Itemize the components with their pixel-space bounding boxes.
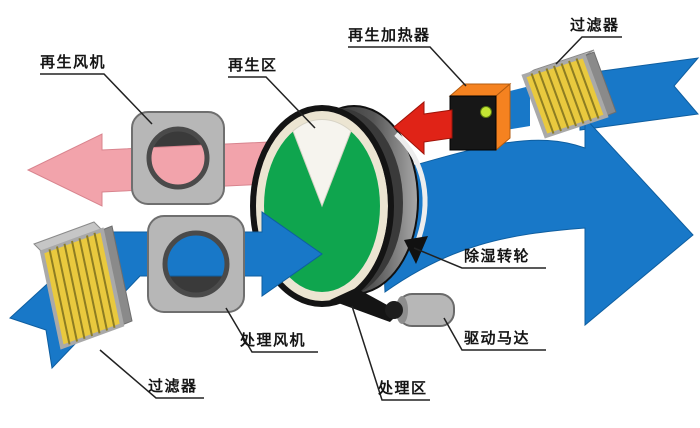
wheel-rotation-arrow (394, 132, 428, 247)
label-filter-bottom: 过滤器 (148, 378, 198, 395)
drive-motor (330, 288, 455, 327)
regen-fan (131, 111, 225, 205)
wheel-rotation-arrowhead (404, 236, 428, 264)
label-process-zone: 处理区 (378, 380, 428, 397)
label-regen-heater: 再生加热器 (348, 27, 431, 44)
process-fan (147, 215, 245, 313)
wheel-belt-ring (250, 105, 394, 307)
label-wheel: 除湿转轮 (464, 248, 531, 265)
motor-pulley (385, 301, 403, 319)
leader-regen-zone (228, 76, 316, 129)
leader-motor (443, 317, 546, 351)
label-filter-top: 过滤器 (570, 17, 620, 34)
leader-regen-fan (40, 73, 153, 125)
heater-indicator-light (480, 106, 492, 118)
hot-air-arrow (393, 100, 453, 156)
dehumidifier-wheel (250, 105, 428, 307)
leader-filter-bottom (99, 349, 204, 399)
leader-regen-heater (348, 46, 467, 87)
label-regen-zone: 再生区 (228, 57, 278, 74)
wheel-regen-sector (292, 118, 352, 208)
filter-bottom (33, 221, 133, 350)
leader-filter-top (555, 36, 622, 65)
filter-top (521, 49, 617, 139)
label-drive-motor: 驱动马达 (464, 330, 531, 347)
label-regen-fan: 再生风机 (40, 54, 107, 71)
leader-process-zone (351, 305, 430, 401)
leader-process-fan (225, 307, 318, 353)
leader-lines (40, 36, 622, 401)
leader-wheel (413, 247, 546, 269)
label-process-fan: 处理风机 (240, 332, 307, 349)
drive-belt (330, 288, 400, 322)
regen-heater (448, 82, 512, 152)
filter-to-heater-duct (506, 86, 530, 130)
